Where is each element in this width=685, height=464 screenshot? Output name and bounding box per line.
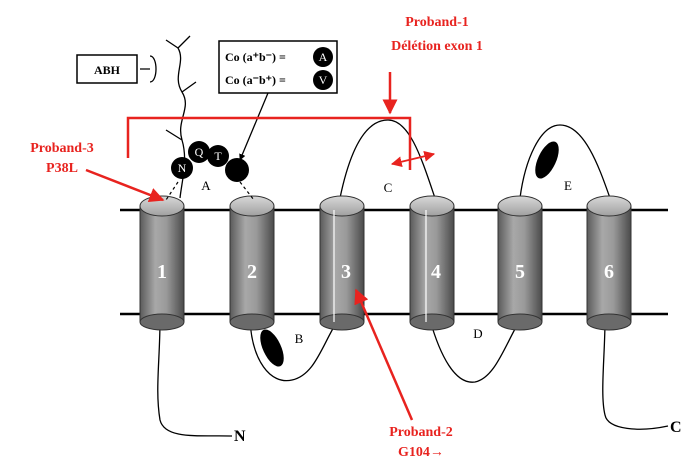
residue-bead-n <box>171 157 193 179</box>
loop-curves <box>157 35 669 437</box>
residue-beads: N Q T <box>171 141 249 182</box>
helix-6: 6 <box>586 195 632 331</box>
helix-4: 4 <box>409 195 455 331</box>
helix-3: 3 <box>319 195 365 331</box>
n-terminus-tail <box>157 319 233 437</box>
c-terminus-label: C <box>670 419 682 436</box>
abh-sugar-chain <box>165 35 197 199</box>
abh-box <box>76 54 138 84</box>
loop-e-curve <box>519 124 611 199</box>
exon1-deletion-bracket <box>126 116 412 170</box>
helix-label-4: 4 <box>431 261 441 283</box>
proband3-arrow <box>85 168 165 203</box>
helix-1: 1 <box>139 195 185 331</box>
loop-b-curve <box>249 319 339 382</box>
helix-label-1: 1 <box>157 261 167 283</box>
proband-annotations <box>85 72 436 421</box>
loop-d-curve <box>429 319 521 383</box>
proband2-detail: G104→ <box>398 445 444 460</box>
abh-label: ABH <box>94 63 121 77</box>
helix-label-6: 6 <box>604 261 614 283</box>
helix-5: 5 <box>497 195 543 331</box>
co-line-2: Co (a⁻b⁺) = <box>225 73 286 87</box>
proband2-arrow <box>354 288 414 421</box>
helix-label-5: 5 <box>515 261 525 283</box>
helices: 1 2 3 4 5 <box>139 195 632 331</box>
helix-label-2: 2 <box>247 261 257 283</box>
proband1-detail: Délétion exon 1 <box>391 39 483 54</box>
helix-2: 2 <box>229 195 275 331</box>
allele-a-bead <box>313 47 333 67</box>
co-pointer-arrow <box>239 92 269 161</box>
proband3-title: Proband-3 <box>30 141 94 156</box>
allele-v-label: V <box>319 73 328 87</box>
abh-bracket <box>140 55 157 83</box>
helix-label-3: 3 <box>341 261 351 283</box>
residue-bead-q <box>188 141 210 163</box>
allele-a-label: A <box>319 50 328 64</box>
residue-label-q: Q <box>195 145 204 159</box>
glycan-oval-loop-b <box>260 329 284 367</box>
loop-label-c: C <box>384 180 393 195</box>
co-site-bead <box>225 158 249 182</box>
residue-label-t: T <box>214 149 222 163</box>
loop-label-e: E <box>564 178 572 193</box>
proband2-title: Proband-2 <box>389 425 453 440</box>
loop-a-connectors <box>165 181 255 201</box>
exon1-double-arrow <box>390 150 436 168</box>
c-terminus-tail <box>602 319 669 430</box>
residue-label-n: N <box>178 161 187 175</box>
proband3-detail: P38L <box>46 161 78 176</box>
proband1-title: Proband-1 <box>405 15 469 30</box>
loop-label-d: D <box>473 326 482 341</box>
allele-v-bead <box>313 70 333 90</box>
glycan-oval-loop-e <box>535 141 559 179</box>
loop-label-b: B <box>295 331 304 346</box>
residue-bead-t <box>207 145 229 167</box>
loop-label-a: A <box>201 178 211 193</box>
co-line-1: Co (a⁺b⁻) = <box>225 50 286 64</box>
n-terminus-label: N <box>234 428 246 445</box>
